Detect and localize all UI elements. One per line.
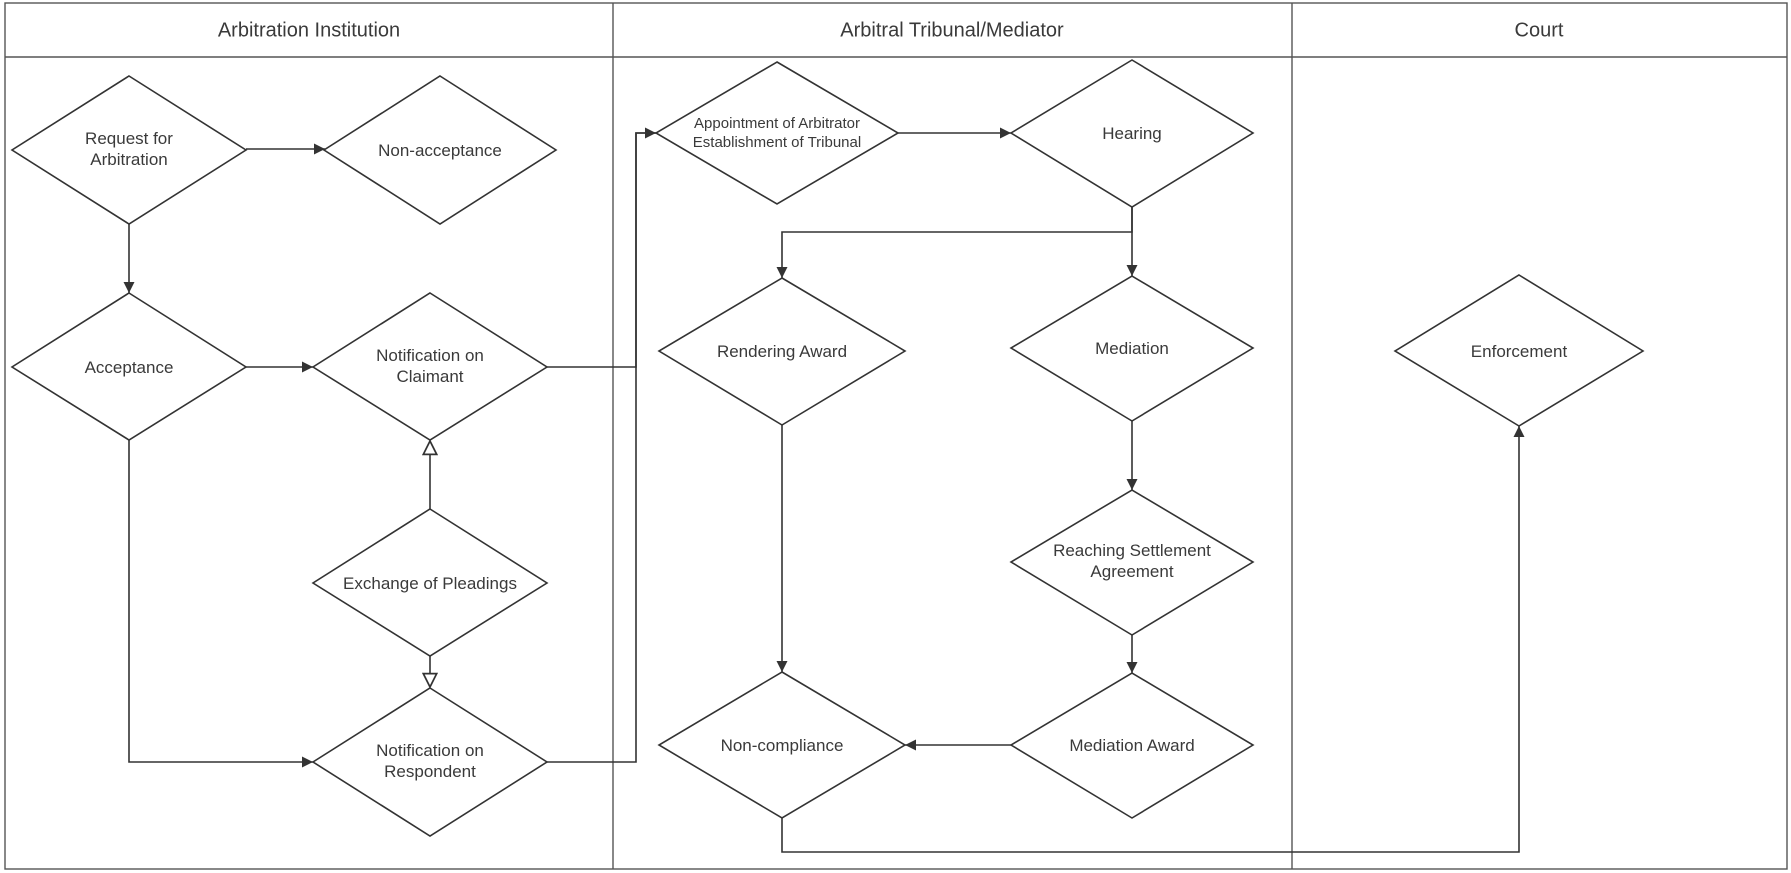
node-enforcement[interactable]: Enforcement [1393, 274, 1645, 427]
edge-notification-claimant-to-appointment [547, 132, 656, 368]
node-exchange-of-pleadings[interactable]: Exchange of Pleadings [311, 508, 549, 657]
lane-titles: Arbitration Institution Arbitral Tribuna… [218, 19, 1564, 41]
lane-outer-border [4, 2, 1788, 870]
swimlane-frame [4, 2, 1788, 870]
lane-title-arbitral-tribunal: Arbitral Tribunal/Mediator [840, 19, 1064, 41]
node-label: Mediation [1095, 339, 1169, 358]
node-non-compliance[interactable]: Non-compliance [657, 671, 907, 819]
edge-noncompliance-to-enforcement [781, 426, 1525, 853]
node-non-acceptance[interactable]: Non-acceptance [322, 75, 558, 225]
node-rendering-award[interactable]: Rendering Award [657, 277, 907, 426]
edge-notification-respondent-to-appointment [547, 127, 656, 763]
lane-title-court: Court [1515, 19, 1564, 41]
node-label: Exchange of Pleadings [343, 574, 517, 593]
node-label: Non-compliance [721, 736, 844, 755]
node-label: Rendering Award [717, 342, 847, 361]
lane-title-arbitration-institution: Arbitration Institution [218, 19, 400, 41]
node-label: Enforcement [1471, 342, 1568, 361]
node-label: Hearing [1102, 124, 1162, 143]
node-label: Mediation Award [1069, 736, 1194, 755]
connectors [123, 127, 1525, 853]
node-hearing[interactable]: Hearing [1009, 59, 1255, 208]
edge-hearing-to-rendering-award [776, 207, 1133, 278]
node-mediation-award[interactable]: Mediation Award [1009, 672, 1255, 819]
node-mediation[interactable]: Mediation [1009, 275, 1255, 422]
node-label: Acceptance [85, 358, 174, 377]
edge-acceptance-to-notification-respondent [128, 440, 313, 768]
node-acceptance[interactable]: Acceptance [10, 292, 248, 441]
node-label: Non-acceptance [378, 141, 502, 160]
